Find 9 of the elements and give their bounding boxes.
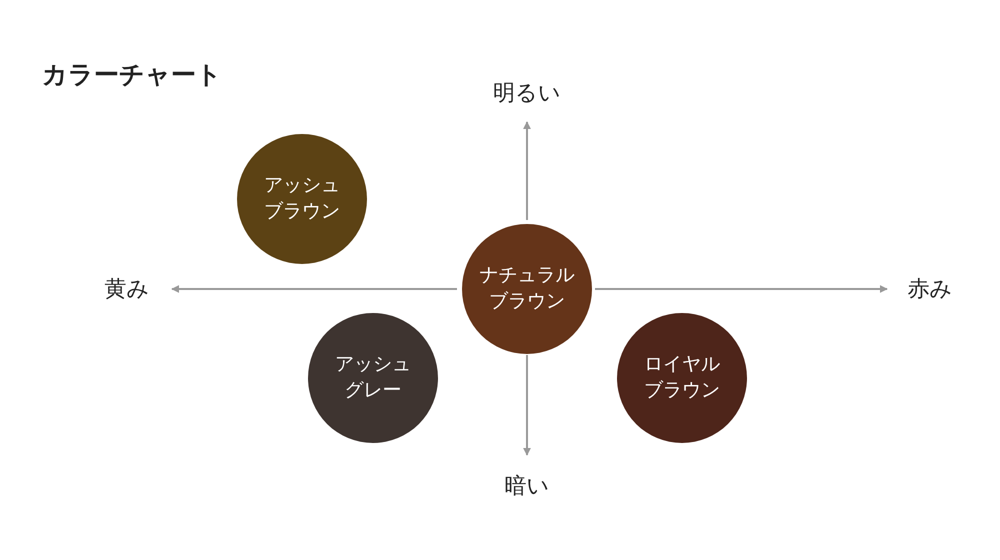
color-name: ロイヤルブラウン <box>643 352 721 403</box>
axis-label: 赤み <box>908 276 952 304</box>
color-name: アッシュブラウン <box>263 173 341 224</box>
color-name: アッシュグレー <box>334 352 412 403</box>
axis-label: 明るい <box>493 80 561 108</box>
color-name: ナチュラルブラウン <box>478 263 576 314</box>
axis-label: 黄み <box>104 276 150 304</box>
axis-label: 暗い <box>504 473 550 501</box>
chart-title: カラーチャート <box>42 59 222 91</box>
